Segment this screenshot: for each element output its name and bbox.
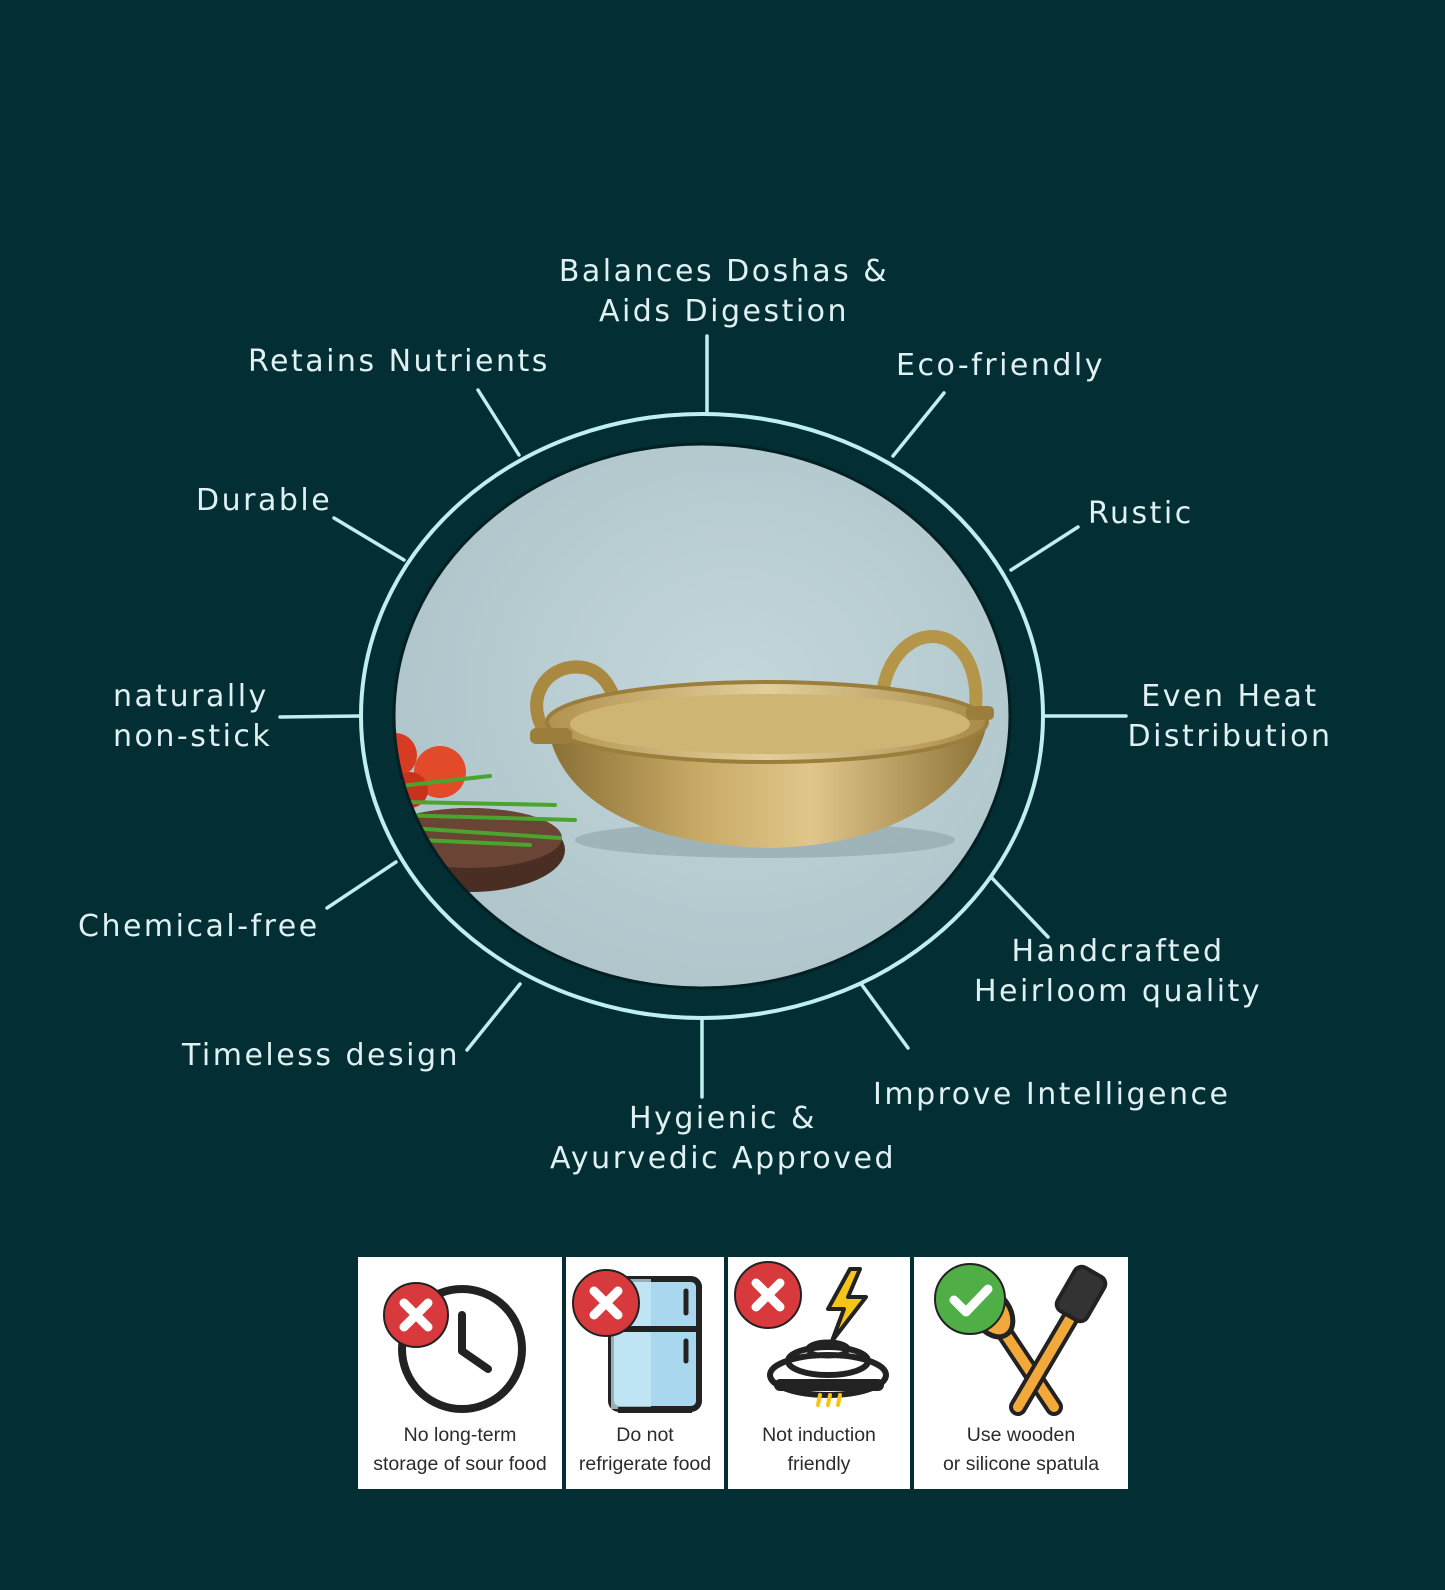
feature-timeless-design: Timeless design [182,1038,461,1073]
feature-retains-nutrients: Retains Nutrients [248,344,550,379]
care-card-wooden-spatula: Use wooden or silicone spatula [914,1257,1128,1489]
check-icon [934,1263,1006,1335]
care-card-no-induction: Not induction friendly [728,1257,910,1489]
feature-naturally-non-stick: naturally non-stick [113,679,273,754]
connector-lines [278,334,1128,1099]
care-caption: Not induction friendly [762,1424,876,1475]
feature-even-heat: Even Heat Distribution [1127,679,1333,754]
clock-icon [398,1285,526,1413]
cross-icon [572,1269,640,1337]
feature-hygienic: Hygienic & Ayurvedic Approved [549,1101,897,1176]
cross-icon [734,1261,802,1329]
feature-handcrafted: Handcrafted Heirloom quality [973,934,1263,1009]
outer-ring [359,412,1045,1020]
care-caption: Do not refrigerate food [578,1424,712,1475]
kadai-product-photo [394,444,1010,988]
induction-hob-icon [767,1267,889,1407]
feature-durable: Durable [196,483,333,518]
care-caption: No long-term storage of sour food [373,1424,547,1475]
feature-rustic: Rustic [1088,496,1194,531]
care-card-no-sour-storage: No long-term storage of sour food [358,1257,562,1489]
care-card-no-refrigerate: Do not refrigerate food [566,1257,724,1489]
feature-eco-friendly: Eco-friendly [896,348,1106,383]
care-caption: Use wooden or silicone spatula [942,1424,1100,1475]
cross-icon [383,1282,449,1348]
feature-improve-intelligence: Improve Intelligence [873,1077,1231,1112]
feature-chemical-free: Chemical-free [78,909,320,944]
care-instructions: No long-term storage of sour food Do not… [358,1257,1128,1489]
feature-balances-doshas: Balances Doshas & Aids Digestion [558,254,890,329]
